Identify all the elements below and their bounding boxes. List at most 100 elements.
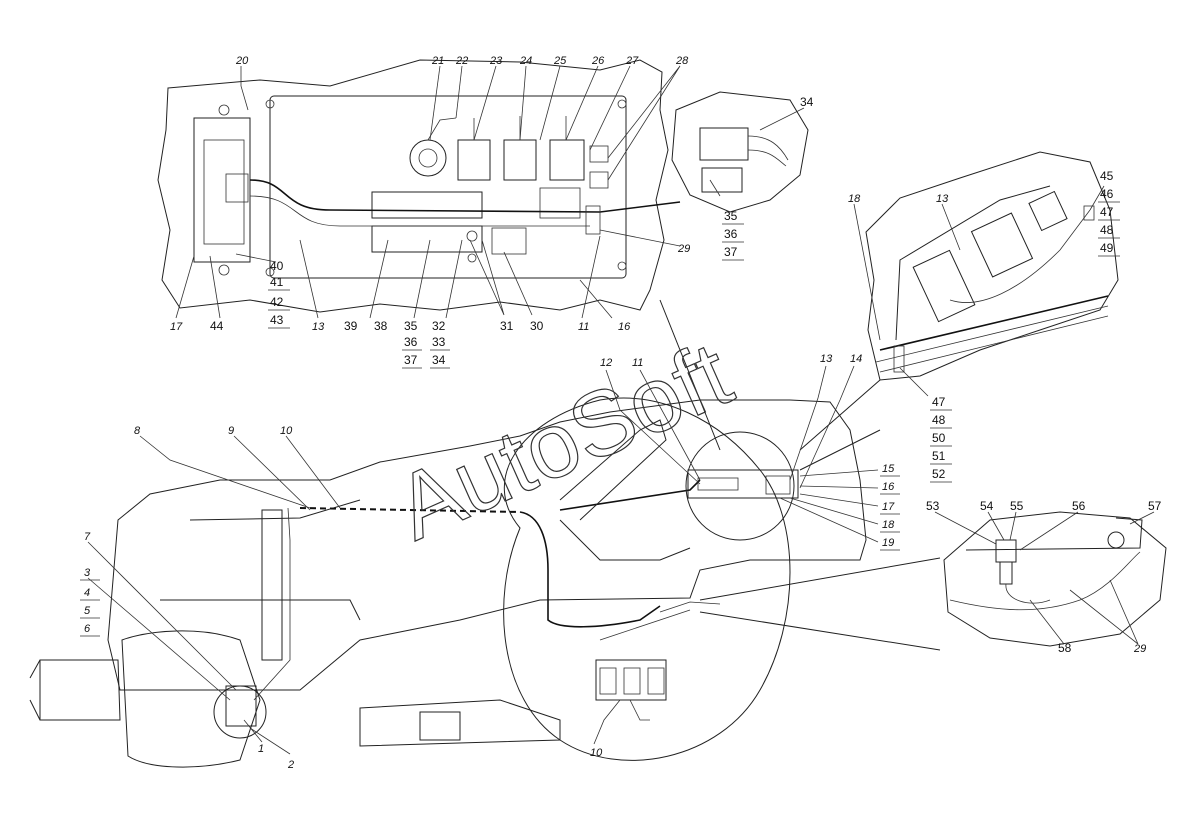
wire-29 bbox=[949, 551, 1141, 611]
harness-main bbox=[249, 179, 681, 213]
sensor-body bbox=[995, 539, 1017, 563]
callout: 53 bbox=[926, 499, 940, 513]
terminal-strip-upper bbox=[371, 191, 483, 219]
sensor-box-front bbox=[225, 685, 257, 727]
harness-battery bbox=[949, 209, 1091, 303]
callout: 16 bbox=[882, 481, 895, 493]
engine-line bbox=[189, 499, 361, 521]
frame-rail-hatch bbox=[875, 305, 1109, 373]
relay-block-label bbox=[225, 173, 249, 203]
sensor-detail bbox=[943, 511, 1167, 647]
battery-detail bbox=[865, 151, 1119, 381]
harness-upper bbox=[559, 479, 701, 511]
callout: 42 bbox=[270, 295, 284, 309]
relay-detail bbox=[671, 91, 809, 213]
callout: 47 bbox=[1100, 205, 1114, 219]
battery-bracket bbox=[599, 609, 691, 641]
callout: 35 bbox=[724, 209, 738, 223]
callout: 43 bbox=[270, 313, 284, 327]
callout: 5 bbox=[84, 605, 91, 617]
callout: 55 bbox=[1010, 499, 1024, 513]
callout: 44 bbox=[210, 319, 224, 333]
lever-arm bbox=[965, 517, 1143, 551]
driveshaft bbox=[359, 699, 561, 747]
battery-switch bbox=[912, 249, 976, 323]
callout: 47 bbox=[932, 395, 946, 409]
callout: 46 bbox=[1100, 187, 1114, 201]
relay-unit-lower bbox=[701, 167, 743, 193]
cab-outline bbox=[107, 399, 867, 691]
callout-underlines bbox=[80, 201, 1120, 637]
callout: 17 bbox=[882, 501, 895, 513]
fuse-block-3 bbox=[549, 139, 585, 181]
floor-line bbox=[559, 519, 691, 561]
callout: 30 bbox=[530, 319, 544, 333]
clamp-47 bbox=[893, 345, 905, 373]
dash-module bbox=[765, 475, 791, 495]
fuse-block-1 bbox=[457, 139, 491, 181]
callout: 28 bbox=[675, 55, 689, 67]
relay-block-left bbox=[193, 117, 251, 263]
callout: 36 bbox=[724, 227, 738, 241]
bolt bbox=[617, 99, 627, 109]
detail-circle-front bbox=[213, 685, 267, 739]
callout: 49 bbox=[1100, 241, 1114, 255]
bracket bbox=[895, 185, 1051, 341]
callout: 8 bbox=[134, 425, 141, 437]
callout: 14 bbox=[850, 353, 862, 365]
callout: 22 bbox=[455, 55, 468, 67]
chassis-line bbox=[160, 599, 361, 621]
callout: 33 bbox=[432, 335, 446, 349]
callout: 17 bbox=[170, 321, 183, 333]
callout: 58 bbox=[1058, 641, 1072, 655]
callout: 24 bbox=[519, 55, 532, 67]
callout: 26 bbox=[591, 55, 605, 67]
drive-coupling bbox=[419, 711, 461, 741]
callout: 20 bbox=[235, 55, 249, 67]
sensor-detail-outline bbox=[943, 511, 1167, 647]
callout: 18 bbox=[882, 519, 895, 531]
relay-box bbox=[970, 212, 1034, 278]
callout: 51 bbox=[932, 449, 946, 463]
panel-detail-outline bbox=[157, 59, 669, 313]
leader-panel bbox=[659, 299, 721, 451]
dash-switches bbox=[697, 477, 739, 491]
harness-cab bbox=[519, 511, 661, 628]
bolt bbox=[265, 99, 275, 109]
arrow-to-sensor bbox=[659, 601, 721, 613]
battery-cell bbox=[623, 667, 641, 695]
callout: 48 bbox=[932, 413, 946, 427]
round-connector-inner bbox=[418, 148, 438, 168]
callout: 34 bbox=[800, 95, 814, 109]
callout-labels: 20 21 22 23 24 25 26 27 28 29 17 44 40 4… bbox=[84, 55, 1162, 771]
callout: 10 bbox=[280, 425, 293, 437]
callout: 7 bbox=[84, 531, 91, 543]
leader-sensor bbox=[699, 557, 941, 651]
callout: 12 bbox=[600, 357, 612, 369]
bumper-edge bbox=[29, 659, 41, 721]
detail-circle-dash bbox=[685, 431, 795, 541]
callout: 29 bbox=[1133, 643, 1146, 655]
switch-b bbox=[589, 171, 609, 189]
callout: 35 bbox=[404, 319, 418, 333]
wire-20 bbox=[427, 117, 457, 141]
callout: 48 bbox=[1100, 223, 1114, 237]
callout: 13 bbox=[820, 353, 833, 365]
clamp-45 bbox=[1083, 205, 1095, 221]
harness-secondary bbox=[249, 195, 590, 227]
leader-battery bbox=[799, 379, 881, 471]
panel-housing bbox=[269, 95, 627, 279]
callout: 54 bbox=[980, 499, 994, 513]
callout: 27 bbox=[625, 55, 639, 67]
bolt bbox=[218, 104, 230, 116]
callout: 25 bbox=[553, 55, 567, 67]
callout: 1 bbox=[258, 743, 264, 755]
round-connector bbox=[409, 139, 447, 177]
battery-cell bbox=[647, 667, 665, 695]
steering-column bbox=[559, 419, 667, 521]
cab-pillar bbox=[261, 509, 283, 661]
callout: 36 bbox=[404, 335, 418, 349]
callout: 37 bbox=[724, 245, 738, 259]
